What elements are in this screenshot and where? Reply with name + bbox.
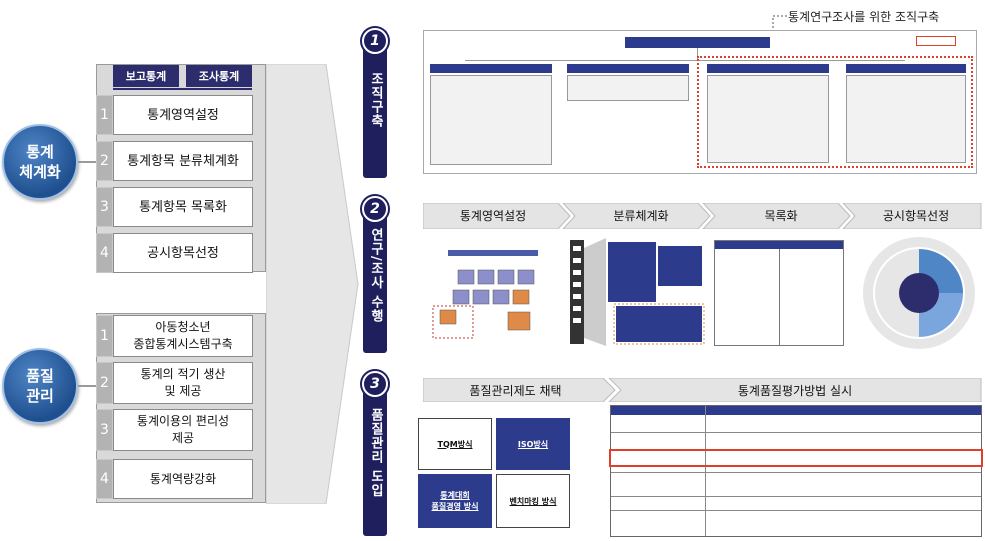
step-number-badge: 2 bbox=[362, 196, 388, 222]
step-label: 연구/조사 수행 bbox=[368, 228, 383, 324]
listing-table bbox=[714, 240, 844, 346]
item-integrated-system: 아동청소년 종합통계시스템구축 bbox=[113, 315, 253, 357]
item-number: 1 bbox=[96, 95, 113, 135]
quality-chevrons bbox=[423, 378, 982, 402]
header-survey-stats: 조사통계 bbox=[186, 65, 252, 87]
item-number: 2 bbox=[96, 141, 113, 181]
chevron-label: 통계영역설정 bbox=[459, 209, 527, 223]
chevron-label: 품질관리제도 채택 bbox=[469, 384, 562, 398]
step-research-bar bbox=[363, 199, 387, 353]
award-quality-box: 통계대회 품질경영 방식 bbox=[418, 474, 492, 528]
tqm-method-box: TQM방식 bbox=[418, 418, 492, 470]
quality-method-table bbox=[610, 405, 982, 537]
org-column-body bbox=[846, 75, 966, 163]
org-column-header bbox=[846, 64, 966, 73]
org-column-header bbox=[707, 64, 829, 73]
item-number: 2 bbox=[96, 362, 113, 404]
item-number: 3 bbox=[96, 187, 113, 227]
connector-line bbox=[78, 161, 98, 163]
item-classification: 통계항목 분류체계화 bbox=[113, 141, 253, 181]
chevron-label: 통계품질평가방법 실시 bbox=[737, 384, 853, 398]
item-disclosure-selection: 공시항목선정 bbox=[113, 233, 253, 273]
item-timely-production: 통계의 적기 생산 및 제공 bbox=[113, 362, 253, 404]
iso-method-box: ISO방식 bbox=[496, 418, 570, 470]
org-connector bbox=[697, 48, 698, 60]
step-organization-bar bbox=[363, 30, 387, 178]
header-underline bbox=[113, 88, 252, 90]
item-number: 4 bbox=[96, 459, 113, 499]
header-report-stats: 보고통계 bbox=[113, 65, 179, 87]
step-label: 품질관리 도입 bbox=[368, 408, 383, 498]
org-dotted-highlight bbox=[697, 56, 973, 168]
statistics-systematization-circle: 통계 체계화 bbox=[2, 124, 78, 200]
chevron-label: 공시항목선정 bbox=[882, 209, 950, 223]
item-usability: 통계이용의 편리성 제공 bbox=[113, 409, 253, 451]
org-top-box bbox=[625, 37, 770, 48]
item-number: 3 bbox=[96, 409, 113, 451]
quality-table-highlight bbox=[609, 449, 983, 467]
quality-management-circle: 품질 관리 bbox=[2, 348, 78, 424]
cube-model-icon bbox=[432, 250, 538, 339]
item-number: 1 bbox=[96, 315, 113, 357]
item-capacity: 통계역량강화 bbox=[113, 459, 253, 499]
org-column-body bbox=[707, 75, 829, 163]
step-number-badge: 3 bbox=[362, 371, 388, 397]
research-chevrons bbox=[423, 203, 982, 229]
benchmarking-box: 벤치마킹 방식 bbox=[496, 474, 570, 528]
step-quality-bar bbox=[363, 374, 387, 536]
step-number-badge: 1 bbox=[362, 28, 388, 54]
org-red-tag bbox=[916, 36, 956, 46]
org-column-header bbox=[567, 64, 689, 73]
disclosure-wheel-icon bbox=[863, 237, 975, 349]
connector-line bbox=[78, 385, 98, 387]
org-column-body bbox=[430, 75, 552, 165]
item-number: 4 bbox=[96, 233, 113, 273]
classification-tree-icon bbox=[570, 238, 705, 346]
org-column-body bbox=[567, 75, 689, 101]
item-listing: 통계항목 목록화 bbox=[113, 187, 253, 227]
org-connector bbox=[465, 60, 905, 61]
flow-arrow-icon bbox=[266, 64, 359, 504]
org-column-header bbox=[430, 64, 552, 73]
item-stat-area-setting: 통계영역설정 bbox=[113, 95, 253, 135]
chevron-label: 분류체계화 bbox=[613, 209, 669, 223]
step-label: 조직구축 bbox=[368, 72, 383, 128]
chevron-label: 목록화 bbox=[764, 209, 798, 223]
callout-text: 통계연구조사를 위한 조직구축 bbox=[788, 10, 940, 24]
